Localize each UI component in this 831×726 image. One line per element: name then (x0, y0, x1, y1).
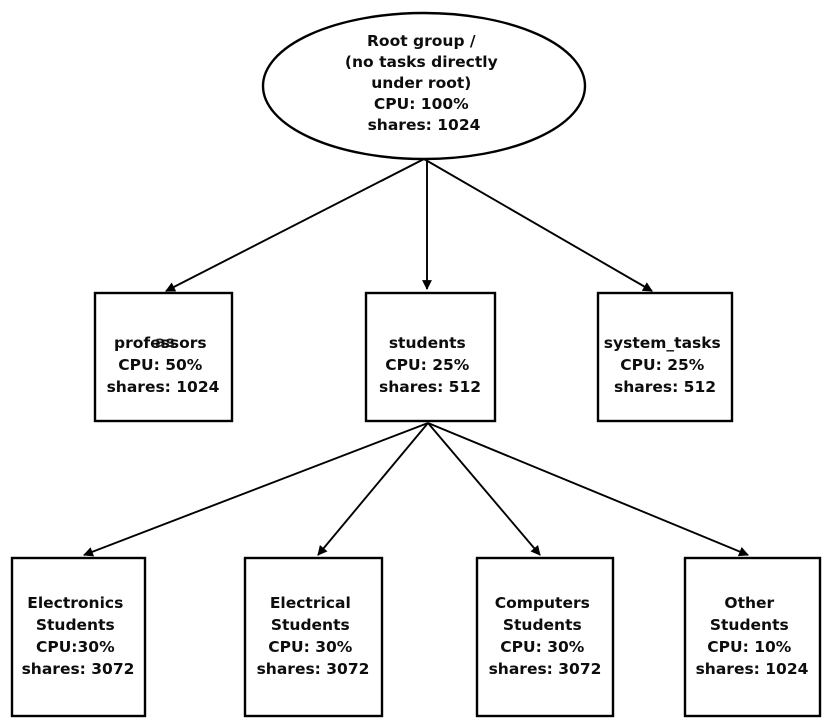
root-line: shares: 1024 (368, 116, 481, 134)
system-tasks-label: system_tasks CPU: 25% shares: 512 (604, 334, 726, 396)
root-line: CPU: 100% (374, 95, 469, 113)
root-line: Root group / (367, 32, 476, 50)
system-tasks-line: CPU: 25% (620, 356, 704, 374)
professors-line: shares: 1024 (107, 378, 220, 396)
electrical-line: shares: 3072 (257, 660, 370, 678)
computers-line: CPU: 30% (500, 638, 584, 656)
electrical-students-label: Electrical Students CPU: 30% shares: 307… (257, 594, 370, 678)
computers-line: shares: 3072 (489, 660, 602, 678)
system-tasks-line: shares: 512 (614, 378, 716, 396)
computers-students-label: Computers Students CPU: 30% shares: 3072 (489, 594, 602, 678)
professors-label: professors CPU: 50% shares: 1024 (107, 334, 220, 396)
root-label: Root group / (no tasks directly under ro… (345, 32, 503, 134)
edge-students-other (427, 422, 749, 557)
computers-line: Computers (495, 594, 590, 612)
students-box (364, 291, 497, 423)
edge-root-system-tasks (423, 158, 653, 292)
node-electronics-students: Electronics Students CPU:30% shares: 307… (10, 556, 147, 718)
other-line: Students (710, 616, 789, 634)
root-ellipse (261, 11, 587, 161)
electrical-line: Electrical (270, 594, 351, 612)
computers-students-box (475, 556, 615, 718)
node-computers-students: Computers Students CPU: 30% shares: 3072 (475, 556, 615, 718)
root-line: (no tasks directly (345, 53, 498, 71)
node-other-students: Other Students CPU: 10% shares: 1024 (683, 556, 822, 718)
node-electrical-students: Electrical Students CPU: 30% shares: 307… (243, 556, 384, 718)
electronics-line: Students (36, 616, 115, 634)
node-students: students CPU: 25% shares: 512 (364, 291, 497, 423)
root-line: under root) (371, 74, 471, 92)
professors-line: professors (114, 334, 207, 352)
students-label: students CPU: 25% shares: 512 (379, 334, 481, 396)
node-professors: professors CPU: 50% shares: 1024 as (93, 291, 234, 423)
electronics-line: Electronics (27, 594, 123, 612)
node-root: Root group / (no tasks directly under ro… (261, 11, 587, 161)
system-tasks-line: system_tasks (604, 334, 721, 352)
students-line: students (389, 334, 466, 352)
system-tasks-box (596, 291, 734, 423)
other-students-box (683, 556, 822, 718)
edge-root-professors (165, 158, 425, 292)
other-line: CPU: 10% (707, 638, 791, 656)
electrical-students-box (243, 556, 384, 718)
professors-box (93, 291, 234, 423)
other-line: Other (724, 594, 774, 612)
electronics-students-box (10, 556, 147, 718)
computers-line: Students (503, 616, 582, 634)
electrical-line: Students (271, 616, 350, 634)
other-students-label: Other Students CPU: 10% shares: 1024 (696, 594, 809, 678)
edges (83, 158, 749, 557)
students-line: shares: 512 (379, 378, 481, 396)
electronics-line: shares: 3072 (22, 660, 135, 678)
professors-overlay-artifact: as (155, 333, 175, 351)
other-line: shares: 1024 (696, 660, 809, 678)
electronics-students-label: Electronics Students CPU:30% shares: 307… (22, 594, 135, 678)
edge-students-electrical (317, 422, 429, 556)
students-line: CPU: 25% (385, 356, 469, 374)
edge-students-computers (427, 422, 541, 556)
electrical-line: CPU: 30% (268, 638, 352, 656)
node-system-tasks: system_tasks CPU: 25% shares: 512 (596, 291, 734, 423)
electronics-line: CPU:30% (36, 638, 115, 656)
professors-line: CPU: 50% (118, 356, 202, 374)
edge-students-electronics (83, 422, 429, 557)
